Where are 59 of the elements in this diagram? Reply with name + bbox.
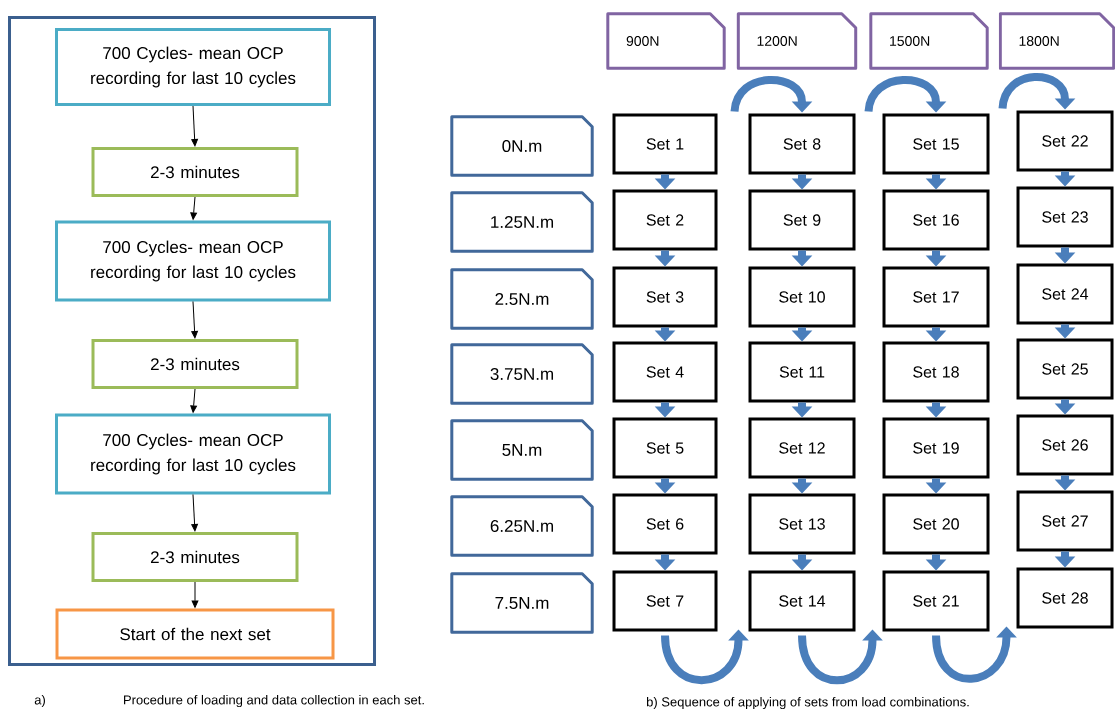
process-box: 700 Cycles- mean OCP recording for last 10 cycles bbox=[55, 220, 331, 302]
process-frame bbox=[8, 16, 376, 666]
set-box: Set 20 bbox=[882, 493, 990, 555]
arrow bbox=[864, 76, 947, 113]
process-box: 700 Cycles- mean OCP recording for last 10 cycles bbox=[55, 28, 331, 106]
torque-tab: 0N.m bbox=[450, 115, 594, 177]
set-box: Set 8 bbox=[748, 113, 856, 175]
set-box: Set 25 bbox=[1016, 338, 1114, 400]
set-box: Set 21 bbox=[882, 570, 990, 632]
set-box: Set 12 bbox=[748, 417, 856, 479]
process-box: 2-3 minutes bbox=[91, 532, 299, 582]
arrow bbox=[190, 388, 197, 413]
torque-tab: 6.25N.m bbox=[450, 495, 594, 557]
set-box: Set 7 bbox=[612, 570, 718, 632]
set-box: Set 28 bbox=[1016, 567, 1114, 629]
arrow bbox=[191, 494, 198, 532]
set-box: Set 27 bbox=[1016, 490, 1114, 552]
torque-tab: 3.75N.m bbox=[450, 343, 594, 405]
panel-label: a) bbox=[34, 694, 45, 708]
set-box: Set 10 bbox=[748, 266, 856, 328]
arrow bbox=[730, 76, 813, 113]
process-box: 700 Cycles- mean OCP recording for last 10 cycles bbox=[55, 413, 331, 495]
set-box: Set 26 bbox=[1016, 414, 1114, 476]
torque-tab: 1.25N.m bbox=[450, 191, 594, 253]
process-box: 2-3 minutes bbox=[91, 147, 299, 197]
load-tab: 1500N bbox=[869, 12, 989, 70]
set-box: Set 4 bbox=[612, 341, 718, 403]
set-box: Set 18 bbox=[882, 341, 990, 403]
set-box: Set 1 bbox=[612, 113, 718, 175]
set-box: Set 9 bbox=[748, 189, 856, 251]
set-box: Set 24 bbox=[1016, 263, 1114, 325]
load-tab: 900N bbox=[606, 12, 726, 70]
arrow bbox=[191, 301, 198, 339]
arrow bbox=[190, 196, 197, 220]
set-box: Set 11 bbox=[748, 341, 856, 403]
set-box: Set 14 bbox=[748, 570, 856, 632]
caption: Procedure of loading and data collection in each set. bbox=[124, 694, 424, 708]
arrow bbox=[191, 581, 199, 608]
set-box: Set 17 bbox=[882, 266, 990, 328]
set-box: Set 5 bbox=[612, 417, 718, 479]
set-box: Set 3 bbox=[612, 266, 718, 328]
set-box: Set 22 bbox=[1016, 110, 1114, 172]
torque-tab: 5N.m bbox=[450, 419, 594, 481]
set-box: Set 19 bbox=[882, 417, 990, 479]
process-box: 2-3 minutes bbox=[91, 339, 299, 389]
load-tab: 1800N bbox=[998, 12, 1115, 70]
set-box: Set 13 bbox=[748, 493, 856, 555]
set-box: Set 16 bbox=[882, 189, 990, 251]
set-box: Set 23 bbox=[1016, 186, 1114, 248]
process-box: Start of the next set bbox=[55, 608, 335, 660]
set-box: Set 2 bbox=[612, 189, 718, 251]
torque-tab: 7.5N.m bbox=[450, 572, 594, 634]
arrow bbox=[998, 73, 1076, 110]
torque-tab: 2.5N.m bbox=[450, 268, 594, 330]
set-box: Set 15 bbox=[882, 113, 990, 175]
load-tab: 1200N bbox=[736, 12, 858, 70]
caption: b) Sequence of applying of sets from load combinations. bbox=[646, 696, 969, 710]
set-box: Set 6 bbox=[612, 493, 718, 555]
arrow bbox=[191, 105, 198, 147]
